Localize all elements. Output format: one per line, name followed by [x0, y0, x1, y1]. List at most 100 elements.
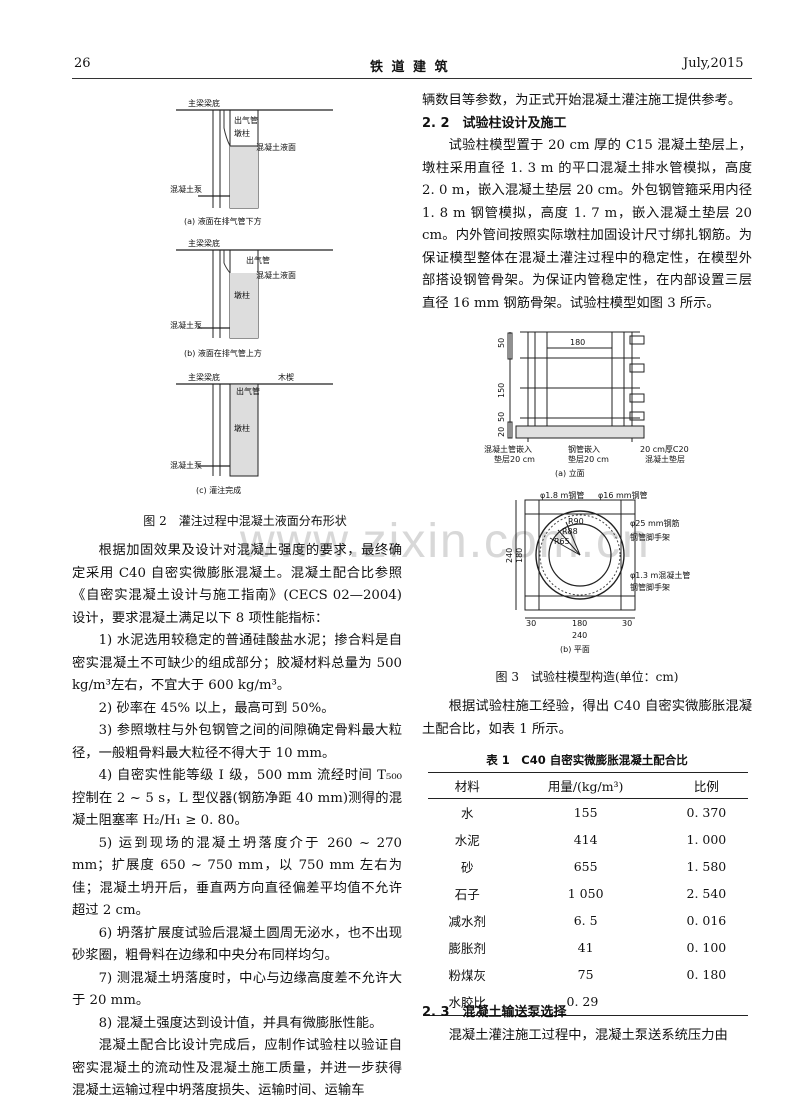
elev-label-2b: 垫层20 cm: [568, 454, 609, 464]
figure-3-caption: 图 3 试验柱模型构造(单位：cm): [495, 670, 679, 684]
table-cell: 2. 540: [686, 886, 727, 901]
elev-label-3b: 混凝土垫层: [645, 454, 685, 464]
table-header-material: 材料: [428, 772, 507, 799]
elev-label-2: 钢管嵌入: [568, 444, 600, 454]
spec-item-8: 8) 混凝土强度达到设计值，并具有微膨胀性能。: [98, 1015, 383, 1031]
table-cell: 41: [577, 940, 594, 955]
fig2a-pump-label: 混凝土泵: [170, 184, 202, 194]
table-cell: 0. 016: [686, 913, 727, 928]
right-column-bottom: 2. 3 混凝土输送泵选择 混凝土灌注施工过程中，混凝土泵送系统压力由: [422, 1002, 752, 1047]
table-cell: 砂: [460, 860, 474, 875]
spec-item-4: 4) 自密实性能等级 Ⅰ 级，500 mm 流经时间 T₅₀₀ 控制在 2 ~ …: [72, 768, 402, 828]
plan-subcaption: (b) 平面: [560, 645, 590, 654]
table-cell: 1. 580: [686, 859, 727, 874]
table-cell: 石子: [454, 887, 480, 902]
fig2c-vent-label: 出气管: [236, 386, 260, 396]
plan-rebar-25-label: φ25 mm钢筋: [630, 518, 680, 528]
plan-rebar-16-label: φ16 mm钢管: [598, 490, 648, 500]
table-header-row: 材料 用量/(kg/m³) 比例: [428, 772, 748, 799]
table-1-caption: 表 1 C40 自密实微膨胀混凝土配合比: [486, 753, 688, 767]
fig2a-vent-label: 出气管: [234, 115, 258, 125]
fig2b-subcaption: (b) 液面在排气管上方: [184, 348, 262, 358]
fig2a-diagram: 主梁梁底 出气管 墩柱 混凝土液面 混凝土泵 (a) 液面在排气管下方: [170, 98, 333, 226]
right-paragraph-1: 试验柱模型置于 20 cm 厚的 C15 混凝土垫层上，墩柱采用直径 1. 3 …: [422, 138, 752, 311]
plan-dim-30a: 30: [526, 619, 536, 628]
plan-scaffold-1-label: 钢管脚手架: [630, 532, 670, 542]
right-paragraph-3: 混凝土灌注施工过程中，混凝土泵送系统压力由: [448, 1027, 728, 1043]
fig2a-level-label: 混凝土液面: [256, 142, 296, 152]
fig2c-pump-label: 混凝土泵: [170, 460, 202, 470]
table-cell: 水: [460, 806, 474, 821]
table-cell: 减水剂: [448, 914, 486, 929]
table-row: 粉煤灰 75 0. 180: [428, 961, 748, 988]
issue-date: July,2015: [683, 56, 744, 71]
figure-3: 50 150 50 20 180 混凝土管嵌入 垫层20 cm 钢管嵌入 垫层2…: [484, 331, 690, 654]
plan-dim-30b: 30: [622, 619, 632, 628]
table-row: 石子 1 050 2. 540: [428, 880, 748, 907]
spec-item-3: 3) 参照墩柱与外包钢管之间的间隙确定骨料最大粒径，一般粗骨料最大粒径不得大于 …: [72, 723, 402, 761]
plan-r65: R65: [554, 537, 570, 546]
left-paragraph-1: 根据加固效果及设计对混凝土强度的要求，最终确定采用 C40 自密实微膨胀混凝土。…: [72, 543, 402, 626]
table-cell: 1. 000: [686, 832, 727, 847]
table-row: 减水剂 6. 5 0. 016: [428, 907, 748, 934]
spec-item-2: 2) 砂率在 45% 以上，最高可到 50%。: [98, 700, 335, 716]
plan-dim-240-bottom: 240: [572, 631, 587, 640]
fig2c-beam-label: 主梁梁底: [188, 372, 220, 382]
left-paragraph-2: 混凝土配合比设计完成后，应制作试验柱以验证自密实混凝土的流动性及混凝土施工质量，…: [72, 1038, 402, 1098]
left-column: 根据加固效果及设计对混凝土强度的要求，最终确定采用 C40 自密实微膨胀混凝土。…: [72, 540, 402, 1103]
journal-title: 铁 道 建 筑: [370, 60, 450, 75]
section-2-3-heading: 2. 3 混凝土输送泵选择: [422, 1005, 567, 1020]
figure-2: 主梁梁底 出气管 墩柱 混凝土液面 混凝土泵 (a) 液面在排气管下方 主梁梁底…: [170, 98, 333, 495]
fig2c-diagram: 主梁梁底 木楔 出气管 墩柱 混凝土泵 (c) 灌注完成: [170, 372, 333, 495]
plan-scaffold-2-label: 钢管脚手架: [630, 582, 670, 592]
table-cell: 0. 180: [686, 967, 727, 982]
elev-label-3: 20 cm厚C20: [640, 445, 689, 454]
table-cell: 6. 5: [573, 913, 598, 928]
table-cell: 粉煤灰: [448, 968, 486, 983]
elev-subcaption: (a) 立面: [555, 468, 585, 478]
table-cell: 1 050: [567, 886, 604, 901]
fig2a-beam-label: 主梁梁底: [188, 98, 220, 108]
plan-steel-18-label: φ1.8 m钢管: [540, 490, 584, 500]
fig2a-subcaption: (a) 液面在排气管下方: [184, 216, 262, 226]
table-cell: 水泥: [454, 833, 480, 848]
fig2b-vent-label: 出气管: [246, 255, 270, 265]
elev-dim-150: 150: [497, 383, 506, 398]
fig2b-beam-label: 主梁梁底: [188, 238, 220, 248]
page-number: 26: [74, 56, 91, 71]
elev-label-1: 混凝土管嵌入: [484, 444, 532, 454]
table-cell: 655: [573, 859, 598, 874]
table-header-ratio: 比例: [664, 772, 748, 799]
table-cell: 75: [577, 967, 594, 982]
header-rule: [72, 78, 752, 79]
fig2a-pier-label: 墩柱: [234, 128, 250, 138]
fig2c-wedge-label: 木楔: [278, 372, 294, 382]
plan-dim-180v: 180: [515, 548, 524, 563]
plan-r88: R88: [562, 527, 578, 536]
elev-dim-50a: 50: [497, 338, 506, 348]
table-row-wb-ratio: 水胶比 0. 29: [428, 988, 748, 1016]
figure-2-caption: 图 2 灌注过程中混凝土液面分布形状: [143, 514, 347, 528]
elev-dim-50b: 50: [497, 412, 506, 422]
plan-pipe-13-label: φ1.3 m混凝土管: [630, 570, 690, 580]
elev-label-1b: 垫层20 cm: [494, 454, 535, 464]
table-cell: 0. 29: [506, 988, 748, 1016]
fig3-plan: φ1.8 m钢管 φ16 mm钢管 φ25 mm钢筋 钢管脚手架 R65 R88…: [505, 490, 690, 654]
right-column-top: 辆数目等参数，为正式开始混凝土灌注施工提供参考。 2. 2 试验柱设计及施工 试…: [422, 90, 752, 315]
spec-item-5: 5) 运到现场的混凝土坍落度介于 260 ~ 270 mm；扩展度 650 ~ …: [72, 835, 402, 919]
plan-r90: R90: [568, 517, 584, 526]
fig2c-subcaption: (c) 灌注完成: [196, 485, 241, 495]
right-column-mid: 根据试验柱施工经验，得出 C40 自密实微膨胀混凝土配合比，如表 1 所示。: [422, 696, 752, 741]
plan-dim-240: 240: [505, 548, 514, 563]
elev-width-180: 180: [570, 338, 585, 347]
spec-item-1: 1) 水泥选用较稳定的普通硅酸盐水泥；掺合料是自密实混凝土不可缺少的组成部分；胶…: [72, 633, 402, 693]
spec-item-6: 6) 坍落扩展度试验后混凝土圆周无泌水，也不出现砂浆圈，粗骨料在边缘和中央分布同…: [72, 925, 402, 964]
spec-item-7: 7) 测混凝土坍落度时，中心与边缘高度差不允许大于 20 mm。: [72, 970, 402, 1009]
table-header-amount: 用量/(kg/m³): [506, 772, 665, 799]
fig2b-diagram: 主梁梁底 出气管 混凝土液面 墩柱 混凝土泵 (b) 液面在排气管上方: [170, 238, 333, 358]
table-cell: 膨胀剂: [448, 941, 486, 956]
right-paragraph-2: 根据试验柱施工经验，得出 C40 自密实微膨胀混凝土配合比，如表 1 所示。: [422, 699, 752, 737]
